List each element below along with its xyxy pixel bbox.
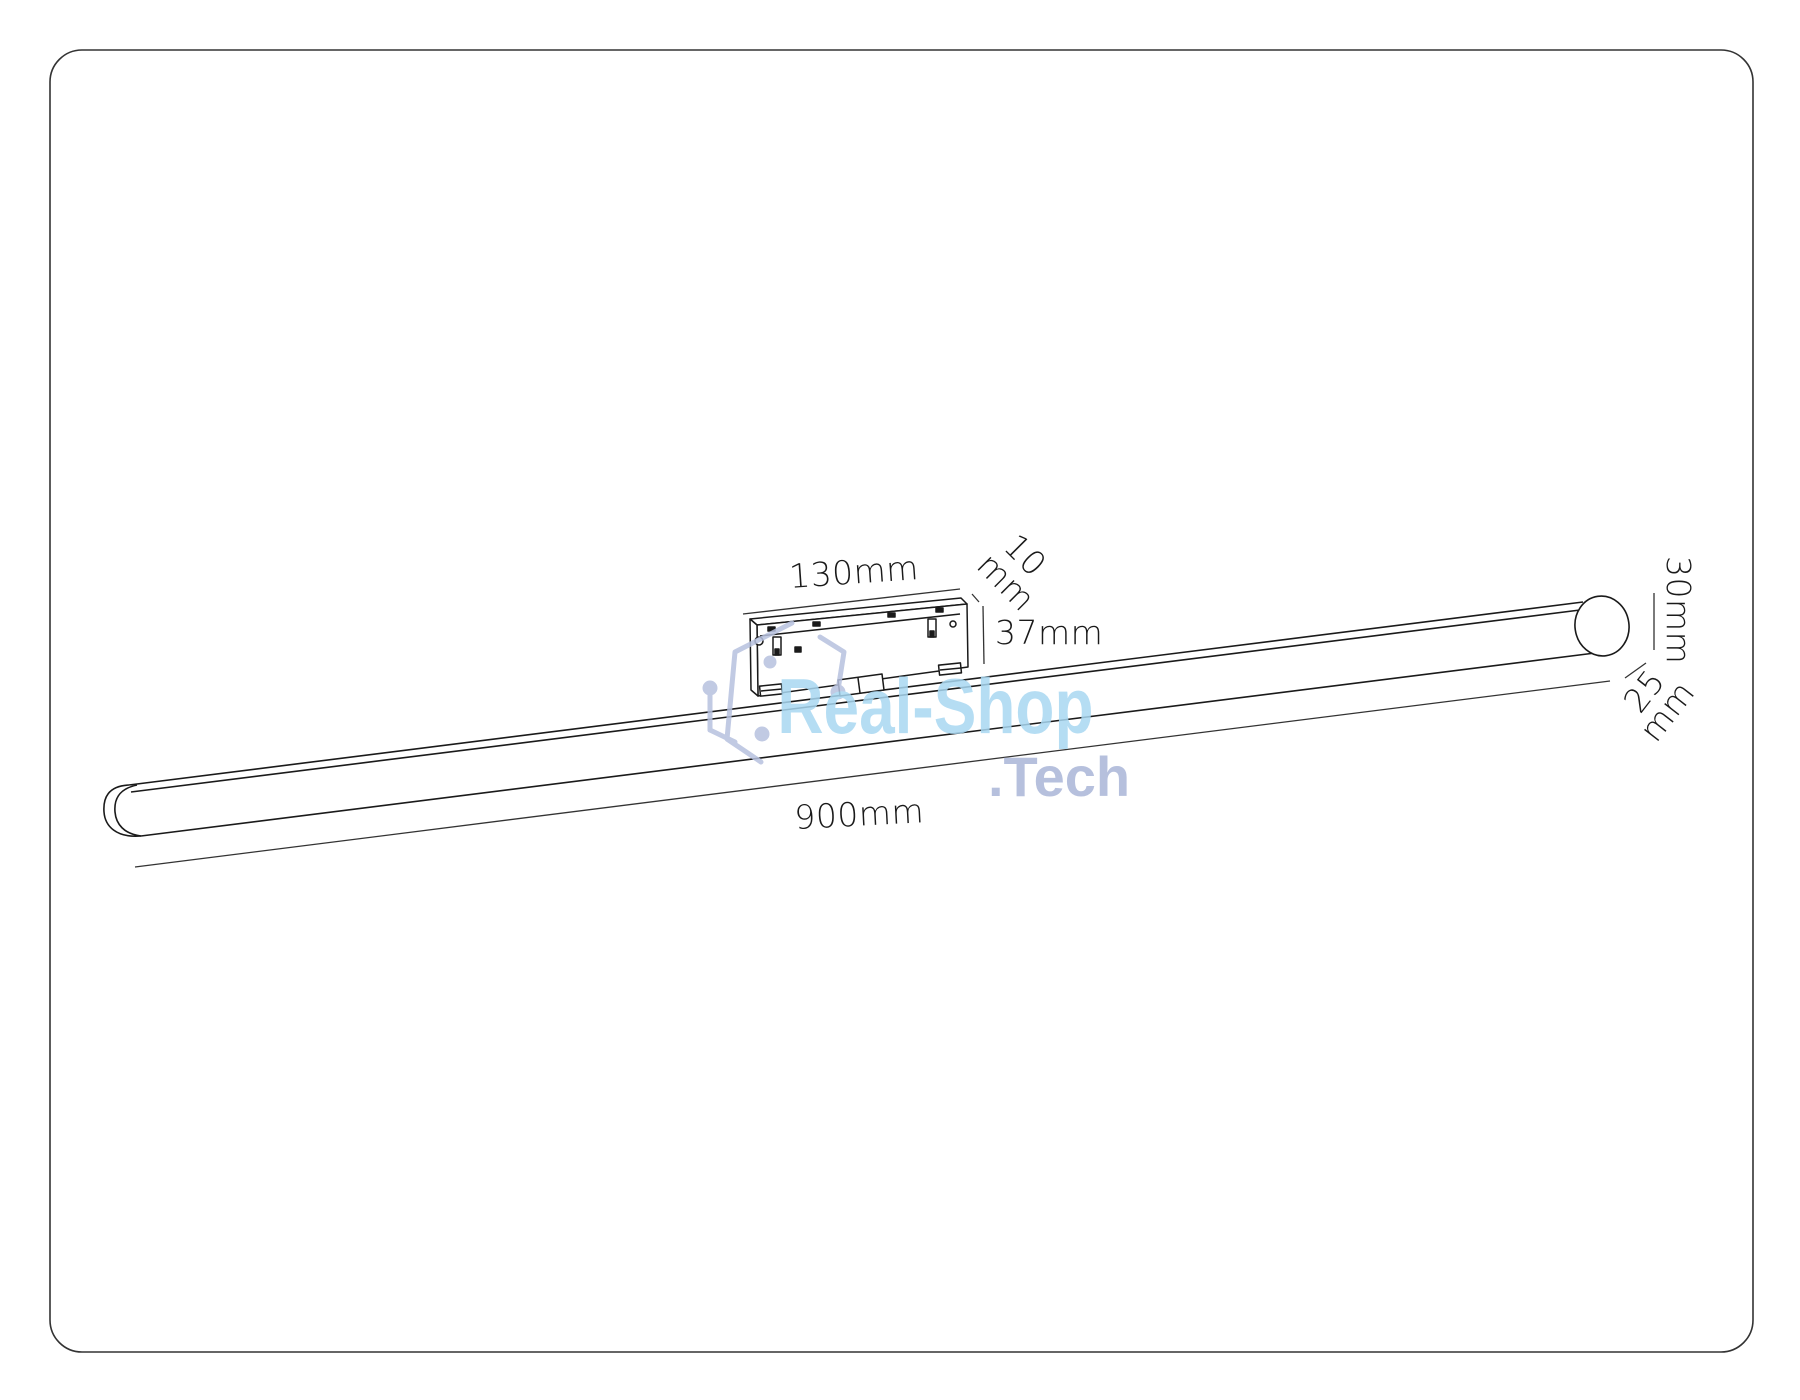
dimension-lines xyxy=(134,588,1655,868)
bracket-height-dimension-line xyxy=(982,605,985,665)
length-label: 900mm xyxy=(793,791,925,837)
bracket-center-latch-line xyxy=(857,677,861,694)
bracket-tab-2 xyxy=(812,621,821,627)
bracket-rail-line xyxy=(759,613,961,637)
tube-height-label: 30mm xyxy=(1659,556,1698,664)
tube-left-end-cap xyxy=(103,784,142,837)
tube-right-end-cap xyxy=(1574,595,1630,657)
bracket-width-label: 130mm xyxy=(788,548,920,596)
bracket-depth-dimension-line xyxy=(971,593,980,603)
tube-left-end-cap-rim xyxy=(114,784,142,837)
tube-highlight-line xyxy=(130,608,1589,793)
bracket-tab-3 xyxy=(887,612,896,618)
mounting-bracket xyxy=(749,597,969,697)
bracket-height-label: 37mm xyxy=(995,613,1103,652)
bracket-clip-right-line xyxy=(939,667,962,671)
tube-bottom-edge xyxy=(140,652,1596,837)
bracket-clip-left-line xyxy=(760,688,783,692)
hexagon-circuit-icon xyxy=(702,620,847,765)
bracket-tab-4 xyxy=(935,607,944,613)
watermark: Real-Shop .Tech xyxy=(702,620,1130,808)
watermark-brand-text: Real-Shop xyxy=(777,663,1093,750)
bracket-tab-5 xyxy=(794,646,802,653)
drawing-frame xyxy=(49,49,1754,1353)
tube-depth-dimension-line xyxy=(1624,662,1647,679)
lamp-tube xyxy=(103,595,1630,837)
bracket-side-face xyxy=(749,618,759,697)
bracket-left-slot-pin xyxy=(774,648,780,656)
bracket-width-dimension-line xyxy=(742,588,961,615)
bracket-right-slot-pin xyxy=(929,630,935,638)
watermark-suffix-text: .Tech xyxy=(988,745,1130,808)
length-dimension-line xyxy=(134,680,1611,868)
bracket-hole-right xyxy=(949,620,957,628)
